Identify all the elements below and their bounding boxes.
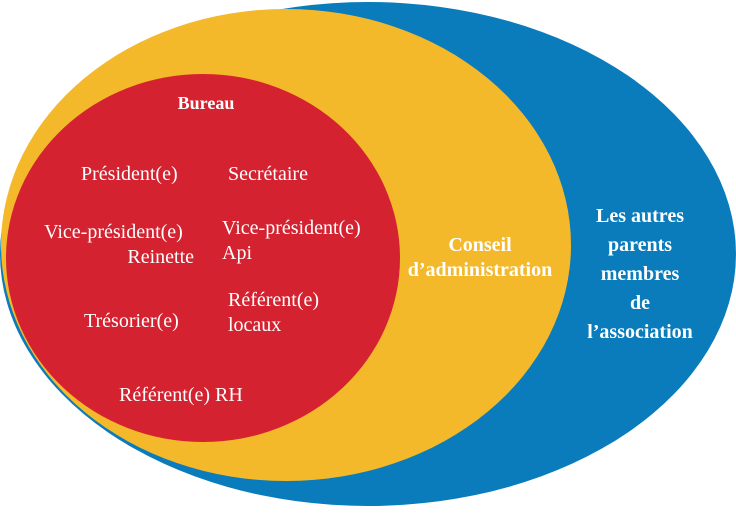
referent-locaux-subtitle: locaux — [228, 314, 282, 336]
vice-president-reinette: Vice-président(e) Reinette — [31, 220, 196, 270]
association-members-label: Les autres parents membres de l’associat… — [565, 202, 715, 347]
members-label-line-2: parents — [607, 234, 673, 256]
vice-president-reinette-name: Reinette — [127, 246, 194, 268]
vice-president-api-name: Api — [222, 242, 252, 264]
referent-rh-role: Référent(e) RH — [119, 384, 243, 406]
members-label-line-4: de — [630, 292, 650, 314]
bureau-ellipse — [6, 74, 400, 442]
members-label-line-3: membres — [600, 263, 680, 285]
tresorier-role: Trésorier(e) — [84, 310, 179, 332]
president-role: Président(e) — [81, 163, 178, 185]
board-label-line-1: Conseil — [448, 234, 512, 256]
vice-president-api-title: Vice-président(e) — [222, 217, 361, 239]
board-of-directors-label: Conseil d’administration — [395, 233, 565, 283]
members-label-line-5: l’association — [587, 321, 693, 343]
bureau-title: Bureau — [177, 93, 235, 113]
secretaire-role: Secrétaire — [228, 163, 308, 185]
referent-locaux-role: Référent(e) locaux — [228, 288, 348, 338]
vice-president-reinette-title: Vice-président(e) — [44, 221, 183, 243]
vice-president-api: Vice-président(e) Api — [222, 216, 392, 266]
members-label-line-1: Les autres — [596, 205, 684, 227]
referent-locaux-title: Référent(e) — [228, 289, 320, 311]
board-label-line-2: d’administration — [407, 259, 553, 281]
